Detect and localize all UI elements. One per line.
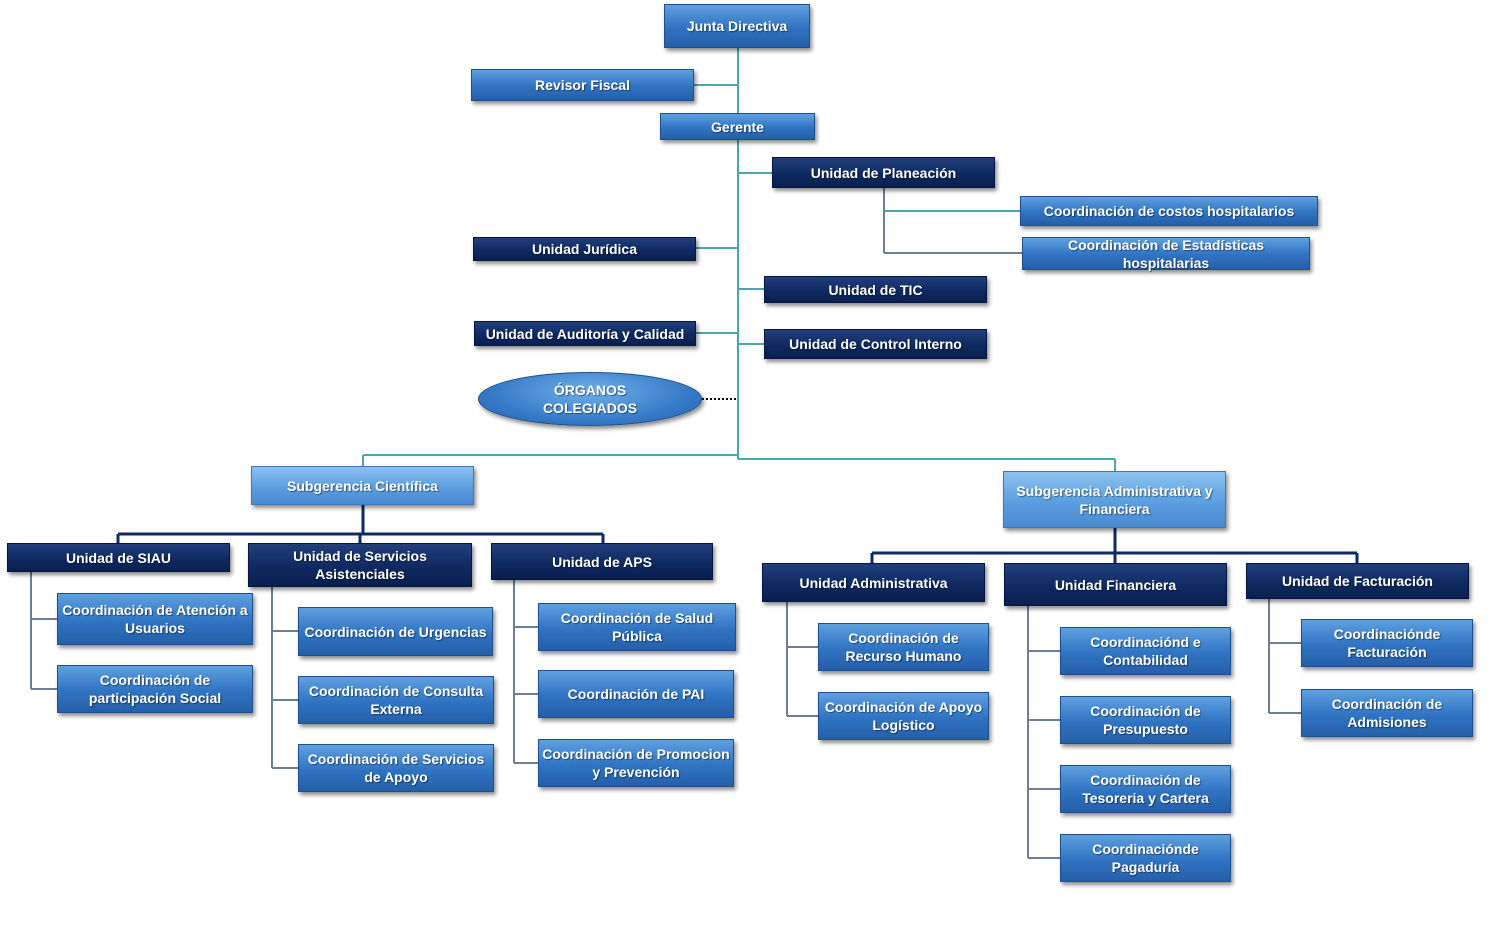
unidad-aps-box: Unidad de APS xyxy=(491,543,713,580)
coord-costos-box: Coordinación de costos hospitalarios xyxy=(1020,196,1318,226)
coord-atencion-usuarios-box: Coordinación de Atención a Usuarios xyxy=(57,593,253,645)
coord-promocion-prevencion-box: Coordinación de Promocion y Prevención xyxy=(538,739,734,787)
coord-presupuesto-box: Coordinación de Presupuesto xyxy=(1060,696,1231,744)
coord-pagaduria-box: Coordinaciónde Pagaduría xyxy=(1060,834,1231,882)
unidad-planeacion-box: Unidad de Planeación xyxy=(772,157,995,188)
subgerencia-cientifica-box: Subgerencia Científica xyxy=(251,466,474,505)
coord-apoyo-logistico-box: Coordinación de Apoyo Logístico xyxy=(818,692,989,740)
coord-urgencias-box: Coordinación de Urgencias xyxy=(298,607,493,656)
subgerencia-administrativa-box: Subgerencia Administrativa y Financiera xyxy=(1003,471,1226,528)
coord-contabilidad-box: Coordinaciónd e Contabilidad xyxy=(1060,627,1231,675)
unidad-auditoria-box: Unidad de Auditoría y Calidad xyxy=(474,321,696,346)
coord-tesoreria-cartera-box: Coordinación de Tesoreria y Cartera xyxy=(1060,765,1231,813)
coord-admisiones-box: Coordinación de Admisiones xyxy=(1301,689,1473,737)
unidad-siau-box: Unidad de SIAU xyxy=(7,543,230,572)
organos-colegiados-oval: ÓRGANOS COLEGIADOS xyxy=(478,372,702,426)
unidad-tic-box: Unidad de TIC xyxy=(764,276,987,303)
coord-recurso-humano-box: Coordinación de Recurso Humano xyxy=(818,623,989,671)
unidad-financiera-box: Unidad Financiera xyxy=(1004,563,1227,606)
coord-servicios-apoyo-box: Coordinación de Servicios de Apoyo xyxy=(298,744,494,792)
gerente-box: Gerente xyxy=(660,113,815,140)
coord-participacion-social-box: Coordinación de participación Social xyxy=(57,665,253,713)
unidad-administrativa-box: Unidad Administrativa xyxy=(762,563,985,602)
unidad-servicios-asistenciales-box: Unidad de Servicios Asistenciales xyxy=(248,543,472,587)
revisor-fiscal-box: Revisor Fiscal xyxy=(471,69,694,101)
coord-facturacion-box: Coordinaciónde Facturación xyxy=(1301,619,1473,667)
junta-directiva-box: Junta Directiva xyxy=(664,4,810,48)
coord-salud-publica-box: Coordinación de Salud Pública xyxy=(538,603,736,651)
coord-estadisticas-box: Coordinación de Estadísticas hospitalari… xyxy=(1022,237,1310,271)
unidad-juridica-box: Unidad Jurídica xyxy=(473,237,696,261)
coord-pai-box: Coordinación de PAI xyxy=(538,670,734,718)
coord-consulta-externa-box: Coordinación de Consulta Externa xyxy=(298,676,494,724)
unidad-facturacion-box: Unidad de Facturación xyxy=(1246,563,1469,599)
unidad-control-interno-box: Unidad de Control Interno xyxy=(764,329,987,359)
